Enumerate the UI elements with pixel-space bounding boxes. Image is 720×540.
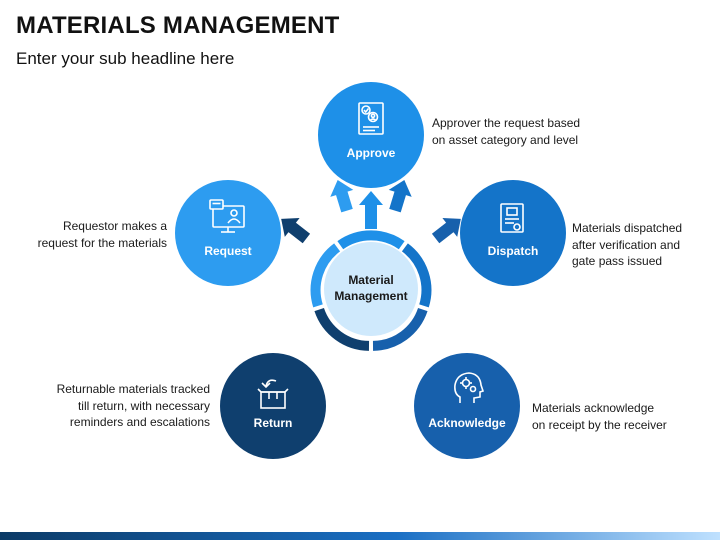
node-approve: Approve — [318, 82, 424, 188]
approve-description: Approver the request based on asset cate… — [432, 115, 580, 148]
description-line: reminders and escalations — [69, 415, 210, 429]
description-line: Approver the request based — [432, 116, 581, 130]
return-box-icon — [257, 379, 289, 409]
arrow-upper-right — [388, 179, 412, 213]
description-line: till return, with necessary — [77, 398, 210, 413]
head-gears-icon — [454, 372, 485, 403]
description-line: Requestor makes a — [62, 219, 167, 233]
page-title: MATERIALS MANAGEMENT — [16, 12, 340, 39]
node-request: Request — [175, 180, 281, 286]
node-dispatch: Dispatch — [460, 180, 566, 286]
node-request-label: Request — [204, 244, 251, 258]
description-line: Materials acknowledge — [532, 401, 655, 415]
description-line: Materials dispatched — [572, 221, 683, 235]
node-dispatch-label: Dispatch — [488, 244, 539, 258]
node-acknowledge-label: Acknowledge — [428, 416, 506, 430]
center-circle — [324, 242, 418, 336]
node-acknowledge: Acknowledge — [414, 353, 520, 459]
page-subtitle: Enter your sub headline here — [16, 49, 235, 68]
arrow-upper-left — [330, 179, 354, 213]
center-label-line1: Material — [348, 273, 393, 287]
description-line: Returnable materials tracked — [56, 382, 210, 396]
request-description: Requestor makes a request for the materi… — [38, 218, 167, 251]
return-description: Returnable materials tracked till return… — [57, 381, 210, 431]
approval-document-icon — [358, 102, 384, 135]
description-line: after verification and — [572, 237, 681, 252]
computer-user-chat-icon — [209, 199, 245, 233]
arrow-up — [359, 191, 383, 229]
node-return-label: Return — [254, 416, 293, 430]
bottom-accent-bar — [0, 532, 720, 540]
arrow-lower-left — [281, 217, 311, 244]
node-return: Return — [220, 353, 326, 459]
description-line: request for the materials — [37, 235, 167, 250]
description-line: on asset category and level — [432, 132, 579, 147]
node-approve-label: Approve — [347, 146, 396, 160]
description-line: gate pass issued — [572, 254, 663, 268]
dispatch-description: Materials dispatched after verification … — [572, 220, 682, 270]
description-line: on receipt by the receiver — [532, 417, 667, 432]
acknowledge-description: Materials acknowledge on receipt by the … — [532, 400, 667, 433]
shipping-document-icon — [500, 203, 524, 233]
arrow-lower-right — [431, 217, 461, 244]
center-ring — [310, 230, 432, 351]
center-label-line2: Management — [334, 289, 407, 303]
